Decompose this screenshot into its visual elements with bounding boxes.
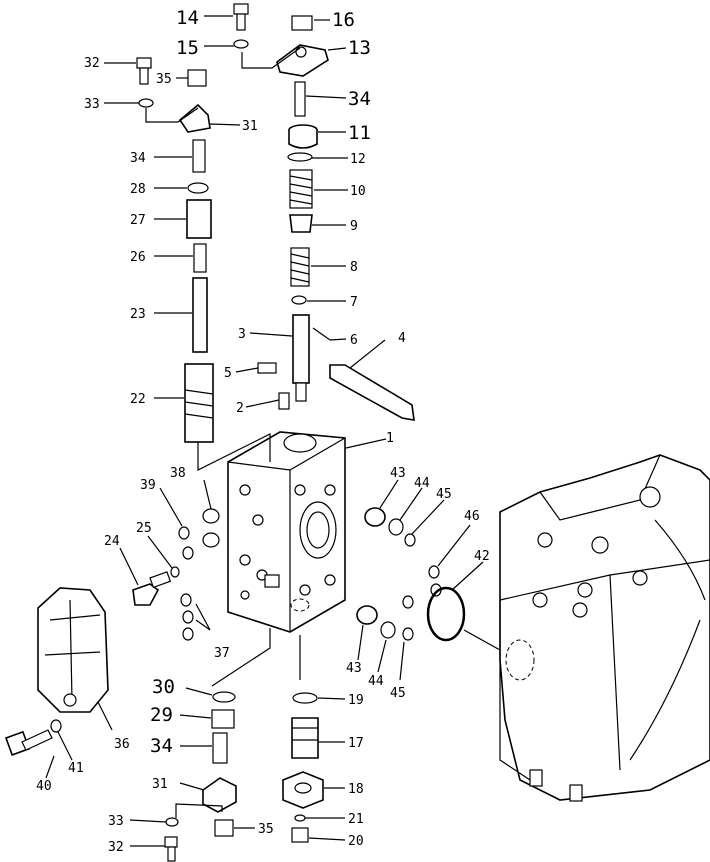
callout-6: 6: [350, 333, 358, 348]
callout-12: 12: [350, 152, 366, 167]
callout-29: 29: [150, 704, 173, 726]
callout-40: 40: [36, 779, 52, 794]
callout-23: 23: [130, 307, 146, 322]
callout-13: 13: [348, 37, 371, 59]
callout-44-upper: 44: [414, 476, 430, 491]
callout-10: 10: [350, 184, 366, 199]
callout-34-top: 34: [348, 88, 371, 110]
callout-16: 16: [332, 9, 355, 31]
callout-44-lower: 44: [368, 674, 384, 689]
callout-35-upper: 35: [156, 72, 172, 87]
callout-41: 41: [68, 761, 84, 776]
callout-33-upper: 33: [84, 97, 100, 112]
callout-30: 30: [152, 676, 175, 698]
callout-33-lower: 33: [108, 814, 124, 829]
callout-39: 39: [140, 478, 156, 493]
callout-8: 8: [350, 260, 358, 275]
side-parts: [4, 507, 466, 756]
leader-lines: [45, 15, 501, 847]
callout-21: 21: [348, 812, 364, 827]
callout-15: 15: [176, 37, 199, 59]
callout-32-upper: 32: [84, 56, 100, 71]
callout-11: 11: [348, 122, 371, 144]
callout-18: 18: [348, 782, 364, 797]
callout-31-lower: 31: [152, 777, 168, 792]
callout-7: 7: [350, 295, 358, 310]
callout-20: 20: [348, 834, 364, 849]
valve-body: [227, 431, 346, 633]
callout-37: 37: [214, 646, 230, 661]
center-stack: [233, 3, 331, 843]
callout-24: 24: [104, 534, 120, 549]
callout-2: 2: [236, 401, 244, 416]
callout-14: 14: [176, 7, 199, 29]
callout-32-lower: 32: [108, 840, 124, 855]
callout-42: 42: [474, 549, 490, 564]
callout-43-upper: 43: [390, 466, 406, 481]
cover-plate: [37, 587, 109, 713]
callout-labels: 14 15 16 13 32 35 34 33 31 11 34 12 28 1…: [36, 7, 490, 855]
callout-4: 4: [398, 331, 406, 346]
callout-34-lower: 34: [150, 735, 173, 757]
lower-left-stack: [164, 691, 237, 862]
callout-27: 27: [130, 213, 146, 228]
callout-43-lower: 43: [346, 661, 362, 676]
callout-45-upper: 45: [436, 487, 452, 502]
callout-19: 19: [348, 693, 364, 708]
callout-36: 36: [114, 737, 130, 752]
callout-38: 38: [170, 466, 186, 481]
callout-35-lower: 35: [258, 822, 274, 837]
callout-28: 28: [130, 182, 146, 197]
callout-46: 46: [464, 509, 480, 524]
callout-31-upper: 31: [242, 119, 258, 134]
callout-5: 5: [224, 366, 232, 381]
callout-17: 17: [348, 736, 364, 751]
callout-22: 22: [130, 392, 146, 407]
left-stack: [136, 57, 214, 443]
callout-45-lower: 45: [390, 686, 406, 701]
callout-34-left: 34: [130, 151, 146, 166]
pump-housing: [499, 454, 710, 802]
lever: [329, 364, 415, 421]
callout-9: 9: [350, 219, 358, 234]
callout-1: 1: [386, 431, 394, 446]
callout-25: 25: [136, 521, 152, 536]
callout-26: 26: [130, 250, 146, 265]
callout-3: 3: [238, 327, 246, 342]
